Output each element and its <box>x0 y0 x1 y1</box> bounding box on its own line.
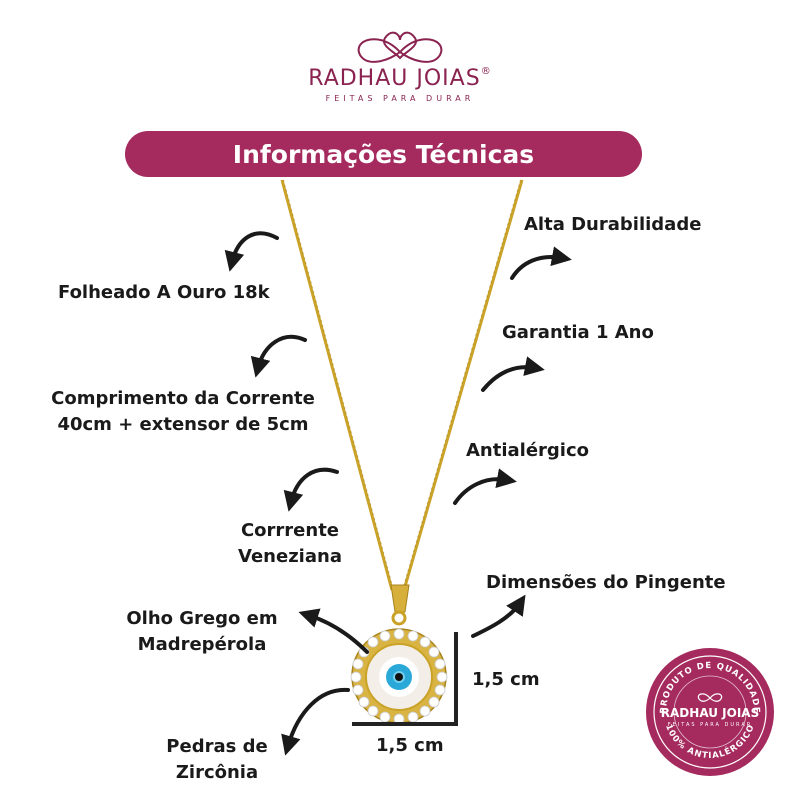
brand-tagline: FEITAS PARA DURAR <box>325 94 475 103</box>
feature-chain-length: Comprimento da Corrente 40cm + extensor … <box>51 388 315 435</box>
seal-brand: RADHAU JOIAS <box>660 706 760 720</box>
section-banner: Informações Técnicas <box>125 131 642 177</box>
arrow-icon <box>481 356 545 392</box>
arrow-icon <box>471 594 526 638</box>
arrow-icon <box>250 334 307 378</box>
feature-antiallergic: Antialérgico <box>466 440 590 461</box>
necklace-chain <box>280 179 524 591</box>
dimension-bracket <box>352 632 458 726</box>
dimension-height: 1,5 cm <box>472 669 540 690</box>
arrow-icon <box>298 608 369 654</box>
seal-brand-sub: FEITAS PARA DURAR <box>667 722 753 728</box>
seal-logo-icon <box>697 693 723 702</box>
feature-chain-type: Corrrente Veneziana <box>238 520 342 567</box>
banner-title: Informações Técnicas <box>232 139 535 169</box>
feature-gold-plated: Folheado A Ouro 18k <box>58 282 270 303</box>
svg-text:100% ANTIALÉRGICO: 100% ANTIALÉRGICO <box>663 723 757 761</box>
feature-stones: Pedras de Zircônia <box>166 736 268 783</box>
pendant-bail <box>390 584 410 626</box>
seal-bottom-text: 100% ANTIALÉRGICO <box>663 723 756 761</box>
quality-seal: PRODUTO DE QUALIDADE 100% ANTIALÉRGICO R… <box>646 648 774 776</box>
feature-eye-material: Olho Grego em Madrepérola <box>126 608 278 655</box>
arrow-icon <box>453 468 517 505</box>
dimension-width: 1,5 cm <box>376 735 444 756</box>
feature-durability: Alta Durabilidade <box>524 214 702 235</box>
evil-eye-pendant <box>350 628 448 725</box>
arrow-icon <box>283 467 339 512</box>
zirconia-stones <box>350 628 448 725</box>
brand-logo-icon <box>357 31 443 63</box>
arrow-icon <box>281 687 350 756</box>
arrow-icon <box>510 246 572 280</box>
brand-name: RADHAU JOIAS® <box>308 66 492 91</box>
arrow-icon <box>224 231 279 272</box>
feature-pendant-dimensions: Dimensões do Pingente <box>486 572 726 593</box>
feature-warranty: Garantia 1 Ano <box>502 322 654 343</box>
